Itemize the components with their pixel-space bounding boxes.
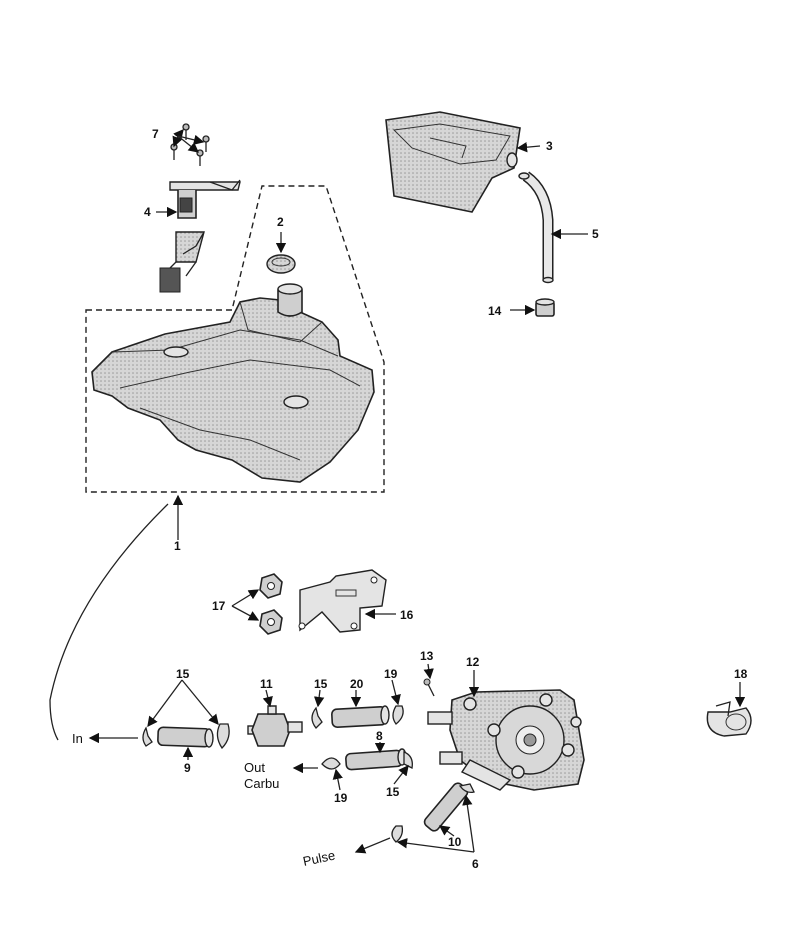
callout-1: 1: [174, 539, 181, 553]
callout-6: 6: [472, 857, 479, 871]
mounting-bracket: [298, 569, 387, 633]
label-pulse: Pulse: [302, 847, 337, 868]
flow-labels: In Out Carbu Pulse: [72, 731, 336, 869]
label-carbu: Carbu: [244, 776, 279, 791]
callout-4: 4: [144, 205, 151, 219]
callout-15-bottom: 15: [386, 785, 400, 799]
fuel-tank: [85, 185, 385, 493]
hose-clamps: [142, 705, 475, 843]
callout-2: 2: [277, 215, 284, 229]
callout-20: 20: [350, 677, 364, 691]
callout-12: 12: [466, 655, 480, 669]
screw-13: [423, 678, 435, 697]
drain-hose: [518, 171, 554, 284]
label-out: Out: [244, 760, 265, 775]
callout-8: 8: [376, 729, 383, 743]
storage-tray: [385, 111, 521, 213]
callout-5: 5: [592, 227, 599, 241]
callout-17: 17: [212, 599, 226, 613]
fuel-pump: [427, 689, 585, 791]
fuel-filter: [247, 705, 303, 747]
callout-19-top: 19: [384, 667, 398, 681]
hose-9: [157, 726, 214, 748]
fuel-cap-gasket: [266, 254, 296, 274]
callout-15-left: 15: [176, 667, 190, 681]
callout-19-bottom: 19: [334, 791, 348, 805]
hose-20: [331, 705, 390, 728]
callout-15-mid: 15: [314, 677, 328, 691]
callout-16: 16: [400, 608, 414, 622]
clip-18: [706, 701, 752, 737]
callout-labels: 1 2 3 4 5 6 7 8 9 10 11 12 13 14 15 15 1…: [144, 127, 748, 871]
fuel-sender-unit: [159, 179, 241, 293]
nuts: [259, 573, 283, 635]
callout-10: 10: [448, 835, 462, 849]
callout-11: 11: [260, 677, 273, 691]
leader-lines: [49, 129, 746, 854]
grommet: [535, 298, 555, 317]
hose-8: [345, 748, 407, 771]
callout-3: 3: [546, 139, 553, 153]
callout-7: 7: [152, 127, 159, 141]
callout-18: 18: [734, 667, 748, 681]
callout-14: 14: [488, 304, 502, 318]
label-in: In: [72, 731, 83, 746]
callout-9: 9: [184, 761, 191, 775]
callout-13: 13: [420, 649, 434, 663]
